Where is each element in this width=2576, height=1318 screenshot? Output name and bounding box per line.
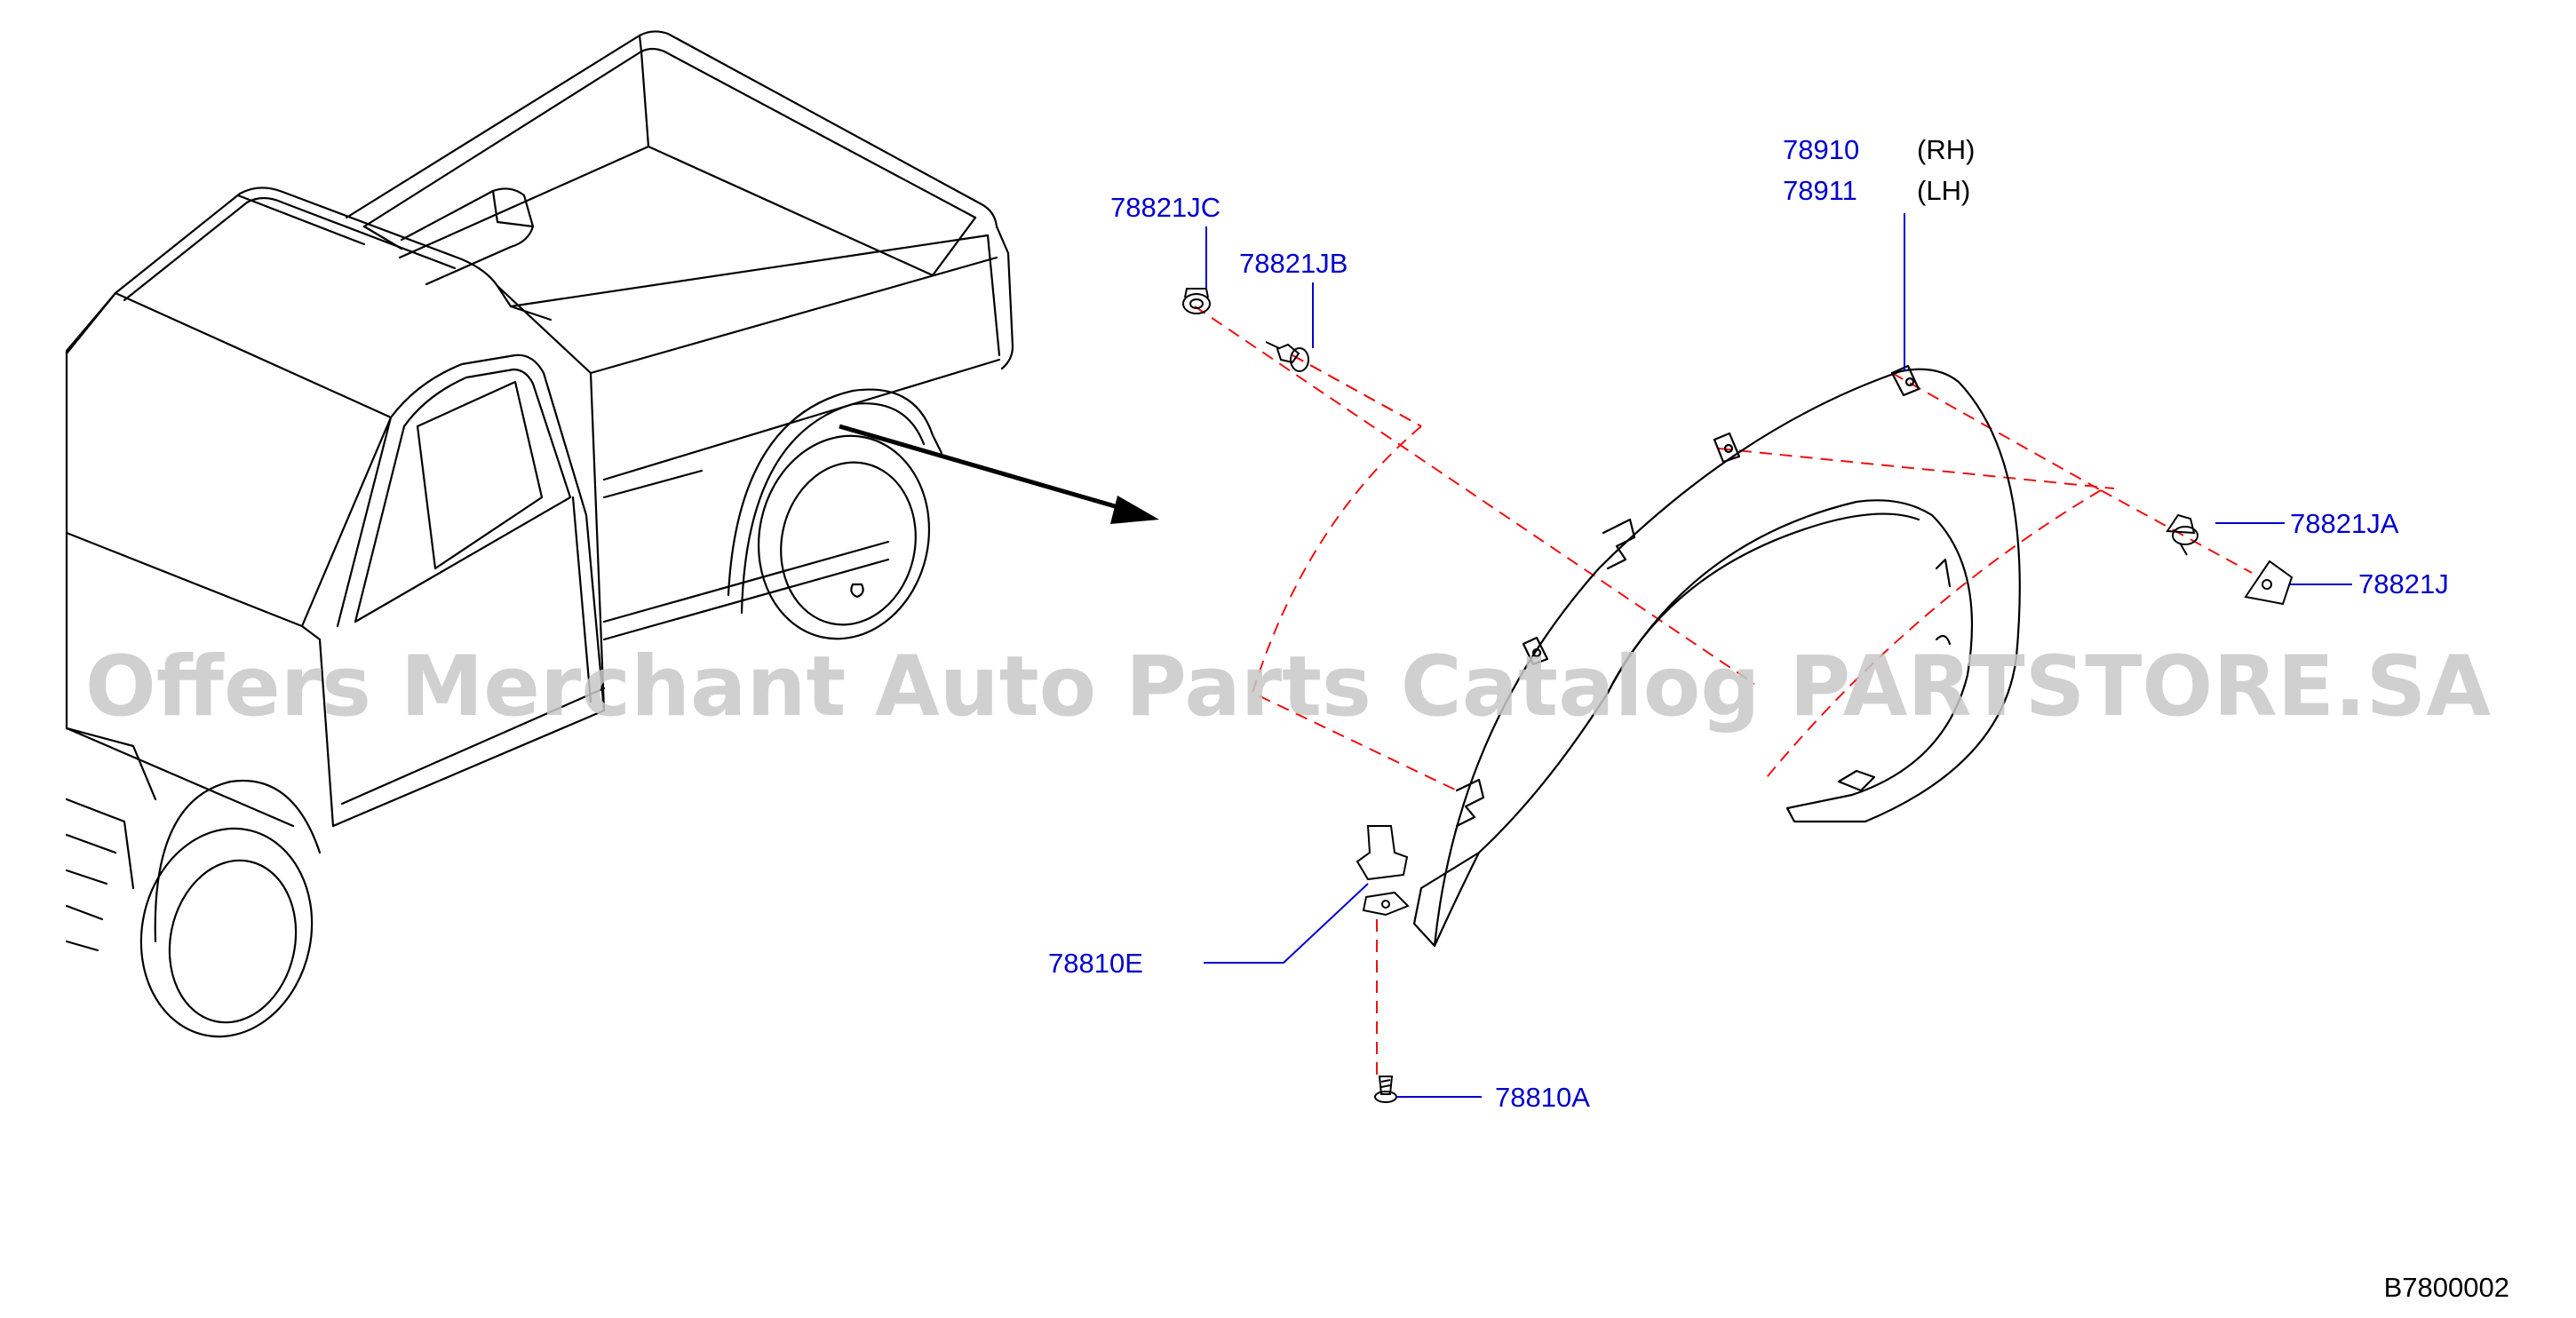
callout-rh: (RH) <box>1917 134 1975 165</box>
callout-78821jb: 78821JB <box>1239 248 1348 279</box>
fender-flare <box>1412 364 2021 948</box>
watermark-text: Offers Merchant Auto Parts Catalog PARTS… <box>85 639 2491 735</box>
callout-78910: 78910 <box>1783 134 1859 165</box>
leader-lines <box>1204 213 2352 1098</box>
callout-78810a: 78810A <box>1495 1082 1590 1113</box>
callout-78821j: 78821J <box>2358 568 2449 599</box>
clip-78821jb-part <box>1265 341 1309 372</box>
callout-78821ja: 78821JA <box>2290 508 2399 539</box>
pickup-truck-illustration <box>65 30 1014 1038</box>
diagram-reference-code: B7800002 <box>2384 1272 2509 1303</box>
callout-78911: 78911 <box>1783 175 1857 206</box>
clip-78821j-part <box>2244 560 2294 606</box>
detail-arrow <box>839 424 1159 524</box>
callout-78810e: 78810E <box>1048 948 1143 979</box>
clip-78821ja-part <box>2166 513 2198 556</box>
screw-78810a-part <box>1374 1076 1397 1103</box>
clip-78821jc-part <box>1182 288 1211 314</box>
callout-lh: (LH) <box>1917 175 1970 206</box>
callout-labels: 78910 (RH) 78911 (LH) 78821JC 78821JB 78… <box>1048 134 2449 1113</box>
bracket-78810e-part <box>1356 825 1410 917</box>
callout-78821jc: 78821JC <box>1110 192 1220 223</box>
